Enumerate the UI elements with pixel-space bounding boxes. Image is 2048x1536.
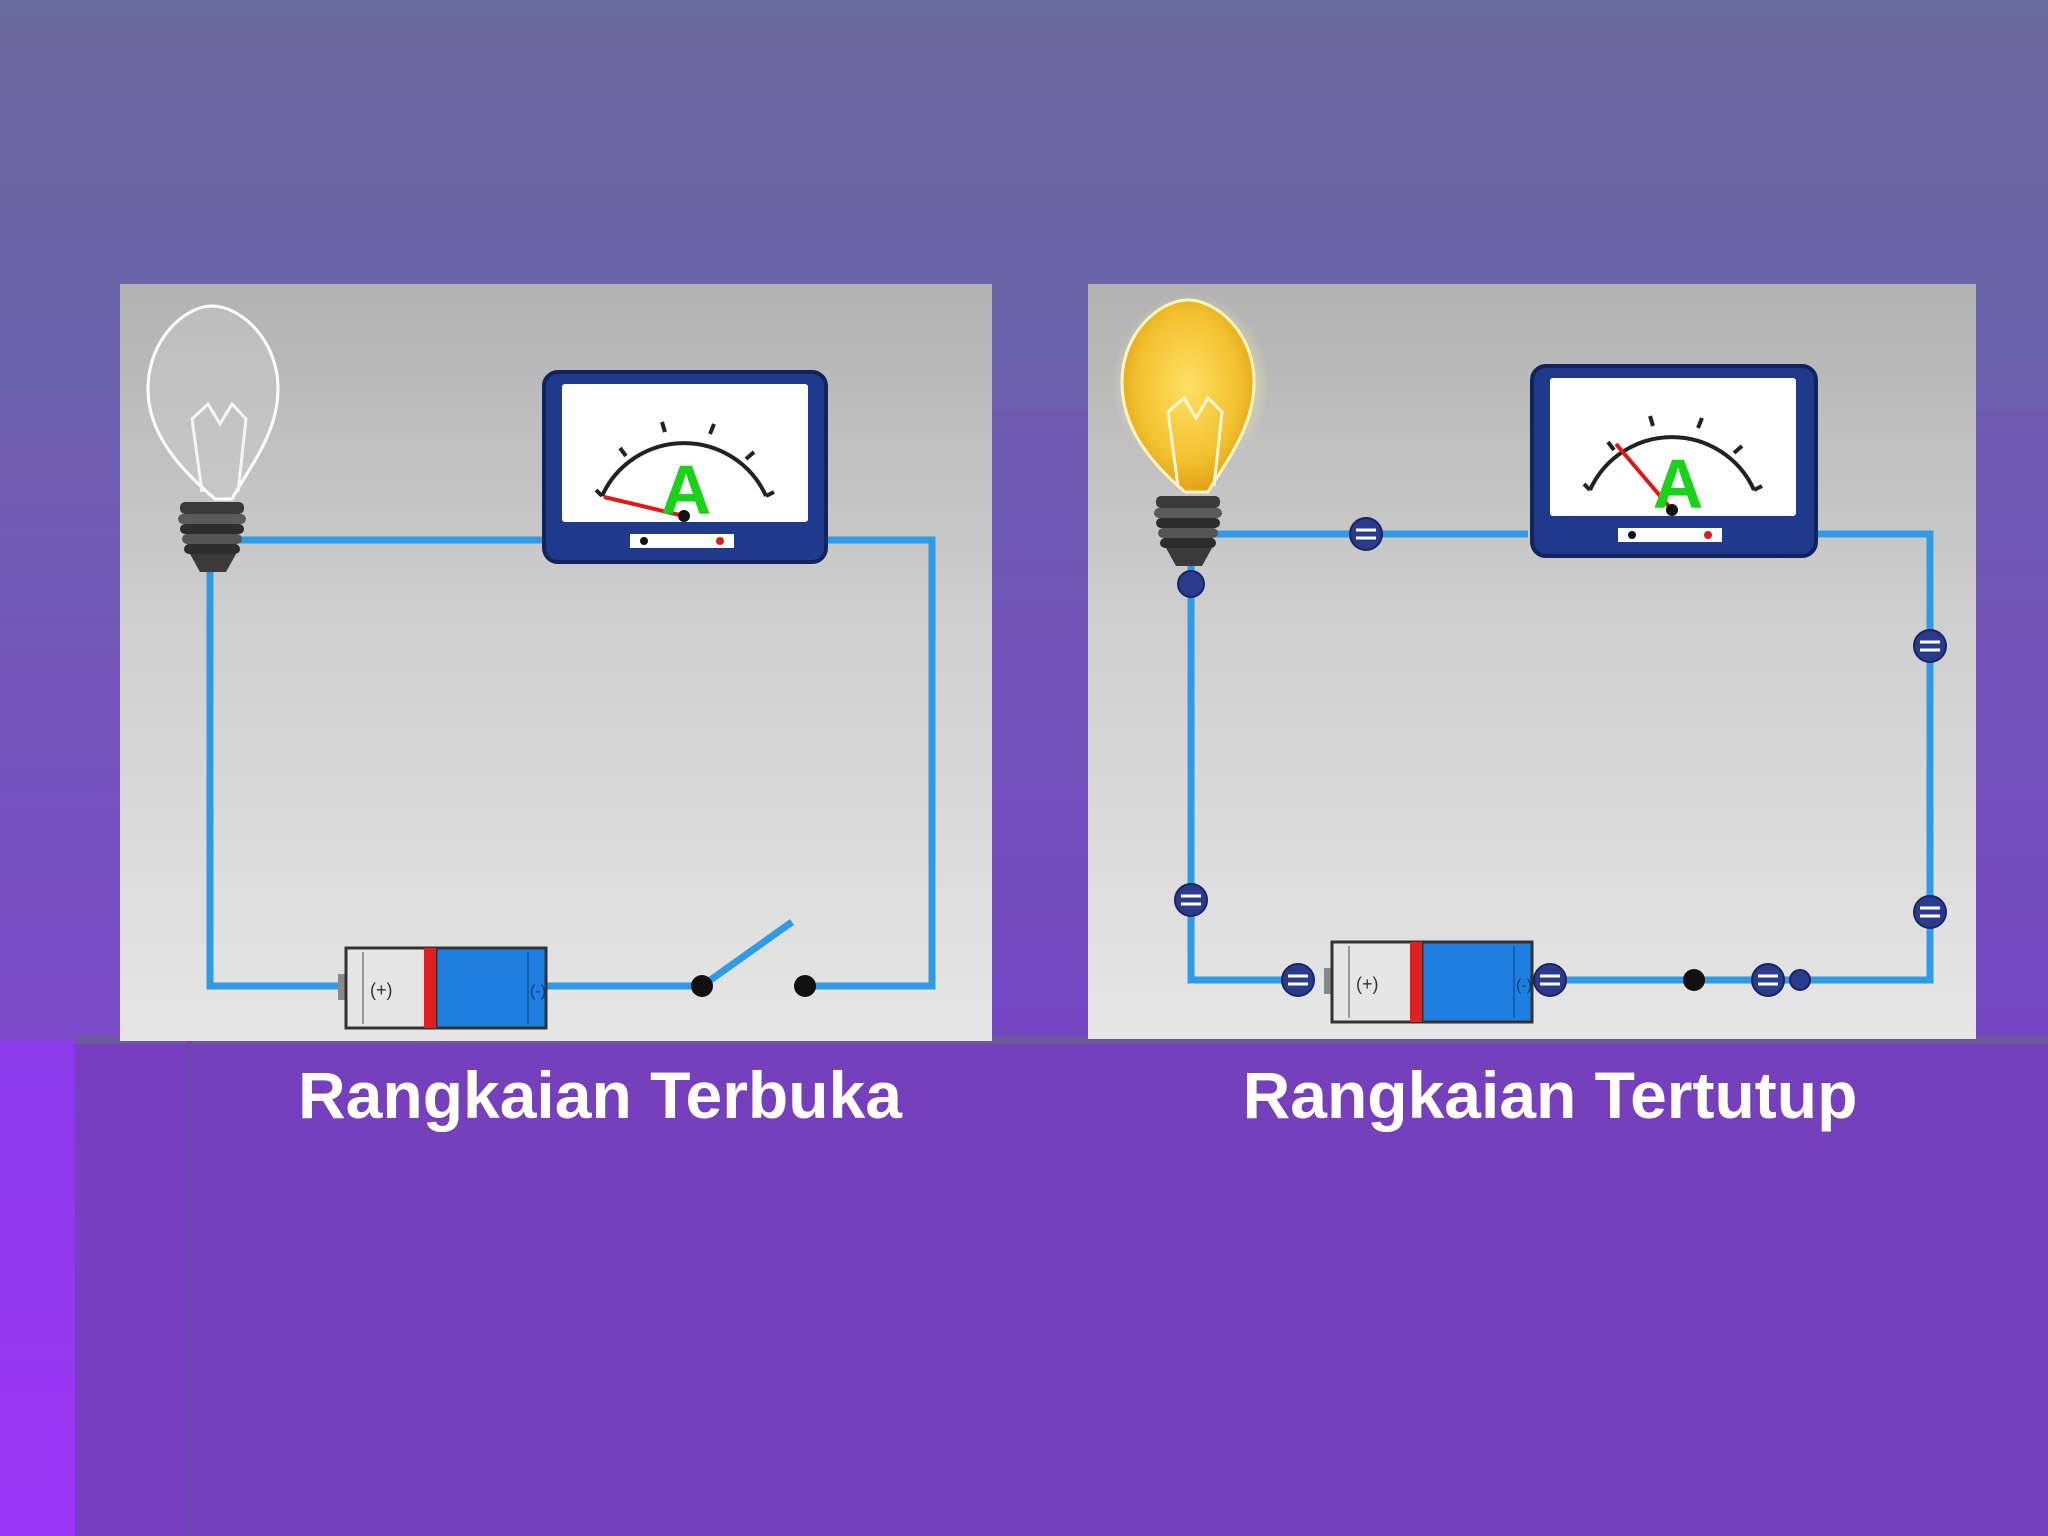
battery-icon: [1324, 940, 1534, 1024]
battery-negative-mark: (-): [530, 983, 546, 1000]
circuit-wires: [1187, 530, 1934, 984]
ammeter-label: A: [1653, 445, 1704, 523]
light-bulb-off-icon: [146, 304, 280, 572]
background-bottom-inner: [190, 1040, 2048, 1536]
ammeter-icon: [542, 370, 828, 564]
electron-icon: [1533, 963, 1567, 997]
electron-icon: [1751, 963, 1785, 997]
battery-icon: [338, 946, 548, 1030]
battery-positive-mark: (+): [370, 980, 393, 1000]
electron-icon: [1174, 883, 1208, 917]
electrons: [1174, 517, 1947, 997]
open-circuit-panel: A (+) (-): [120, 284, 992, 1041]
light-bulb-on-icon: [1113, 294, 1269, 566]
background-ledge-vertical: [186, 1040, 192, 1536]
battery-negative-mark: (-): [1516, 977, 1532, 994]
background-left-strip: [0, 1040, 75, 1536]
closed-circuit-panel: A (+) (-): [1088, 284, 1976, 1039]
open-circuit-caption: Rangkaian Terbuka: [298, 1058, 902, 1132]
electron-icon: [1913, 629, 1947, 663]
closed-circuit-caption: Rangkaian Tertutup: [1242, 1058, 1858, 1132]
ammeter-icon: [1530, 364, 1818, 558]
background-ledge: [75, 1036, 2048, 1044]
ammeter-label: A: [661, 451, 712, 529]
open-circuit-diagram: A (+) (-): [146, 304, 936, 1030]
circuit-wires: [206, 536, 936, 990]
closed-circuit-diagram: A (+) (-): [1113, 294, 1947, 1024]
electron-icon: [1177, 570, 1205, 598]
battery-positive-mark: (+): [1356, 974, 1379, 994]
switch-open-icon: [691, 919, 816, 997]
electron-icon: [1913, 895, 1947, 929]
switch-contact: [1683, 969, 1705, 991]
electron-icon: [1789, 969, 1811, 991]
electron-icon: [1281, 963, 1315, 997]
electron-icon: [1349, 517, 1383, 551]
